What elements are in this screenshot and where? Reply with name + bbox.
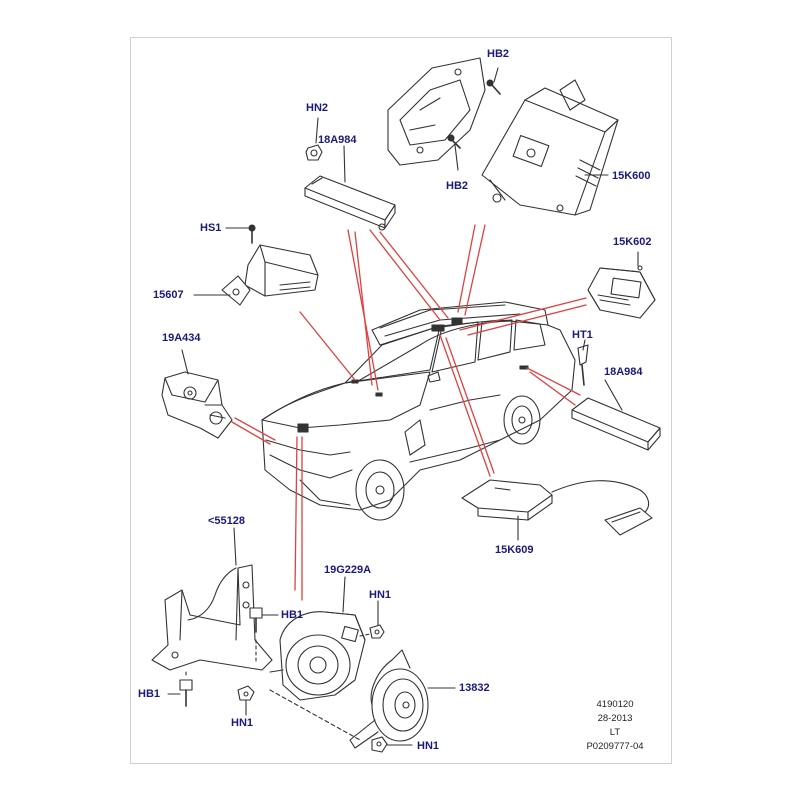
alarm-sounder-19g229a <box>269 576 385 741</box>
label-hb1-left: HB1 <box>138 688 161 700</box>
vehicle-outline <box>261 301 576 521</box>
label-hs1: HS1 <box>200 222 222 234</box>
label-hb2-top: HB2 <box>487 48 510 60</box>
label-19a434: 19A434 <box>162 332 201 344</box>
reference-line-1: 4190120 <box>596 699 634 710</box>
label-15k600: 15K600 <box>612 170 651 182</box>
label-hb1-right: HB1 <box>281 609 304 621</box>
label-15607: 15607 <box>153 289 184 301</box>
label-hn1-a: HN1 <box>369 589 392 601</box>
label-19g229a: 19G229A <box>324 564 372 576</box>
reference-line-3: LT <box>609 727 621 738</box>
label-18a984-right: 18A984 <box>604 366 643 378</box>
antenna-module-15k602 <box>587 251 656 319</box>
label-ht1: HT1 <box>572 329 593 341</box>
label-13832: 13832 <box>459 682 490 694</box>
label-18a984-top: 18A984 <box>318 134 357 146</box>
label-hn1-c: HN1 <box>417 740 440 752</box>
label-55128: <55128 <box>208 515 246 527</box>
sensor-module-15607 <box>193 224 319 306</box>
label-hn2: HN2 <box>306 102 329 114</box>
module-15k609 <box>461 479 653 541</box>
reference-line-4: P0209777-04 <box>586 741 644 752</box>
alarm-module-19a434 <box>161 349 233 439</box>
leader-lines <box>231 224 587 601</box>
reference-line-2: 28-2013 <box>597 713 633 724</box>
bracket-55128 <box>151 527 279 716</box>
label-15k602: 15K602 <box>613 236 652 248</box>
label-15k609: 15K609 <box>495 544 534 556</box>
horn-13832 <box>349 649 456 753</box>
module-18a984-right <box>571 339 661 451</box>
label-hb2-mid: HB2 <box>446 180 469 192</box>
module-18a984-top <box>304 117 396 231</box>
label-hn1-b: HN1 <box>231 717 254 729</box>
ecu-module-15k600 <box>387 57 619 216</box>
